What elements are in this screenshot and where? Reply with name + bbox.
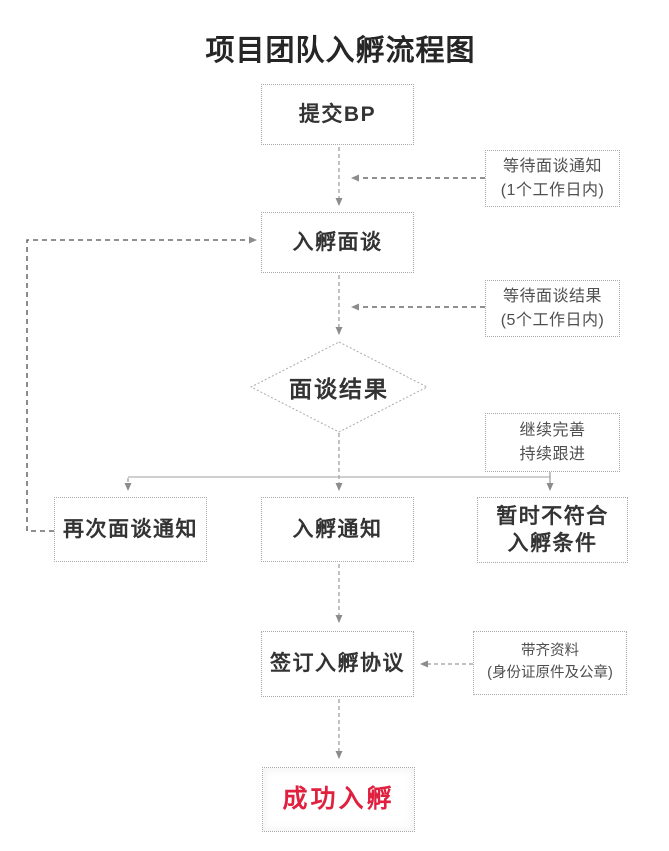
node-second-interview-notice: 再次面谈通知 (54, 497, 207, 562)
note-wait-interview-result: 等待面谈结果 (5个工作日内) (485, 280, 620, 337)
node-incubation-interview: 入孵面谈 (261, 212, 414, 273)
node-success: 成功入孵 (262, 767, 415, 832)
node-incubation-notice: 入孵通知 (261, 497, 414, 562)
note-wait-interview-notice-line1: 等待面谈通知 (502, 157, 602, 175)
node-incubation-notice-label: 入孵通知 (292, 517, 383, 541)
note-wait-interview-result-line2: (5个工作日内) (500, 311, 605, 329)
note-bring-materials: 带齐资料 (身份证原件及公章) (473, 631, 627, 695)
note-follow-up-line1: 继续完善 (519, 421, 586, 439)
node-incubation-interview-label: 入孵面谈 (292, 230, 383, 254)
node-not-qualified-line2: 入孵条件 (507, 532, 598, 555)
note-follow-up-line2: 持续跟进 (519, 445, 586, 463)
note-wait-interview-notice-line2: (1个工作日内) (500, 181, 605, 199)
node-submit-bp-label: 提交BP (298, 102, 377, 126)
node-second-interview-notice-label: 再次面谈通知 (63, 517, 198, 541)
note-bring-materials-line1: 带齐资料 (521, 643, 579, 660)
node-success-label: 成功入孵 (282, 785, 395, 814)
decision-interview-result: 面谈结果 (251, 342, 427, 432)
node-not-qualified: 暂时不符合 入孵条件 (477, 497, 628, 563)
note-wait-interview-result-line1: 等待面谈结果 (502, 287, 602, 305)
note-bring-materials-line2: (身份证原件及公章) (487, 665, 613, 681)
node-submit-bp: 提交BP (261, 84, 414, 145)
page-title: 项目团队入孵流程图 (205, 35, 476, 67)
node-sign-agreement: 签订入孵协议 (261, 631, 414, 697)
decision-diamond-shape (249, 341, 429, 433)
note-follow-up: 继续完善 持续跟进 (485, 413, 620, 472)
decision-interview-result-label: 面谈结果 (289, 376, 389, 402)
node-sign-agreement-label: 签订入孵协议 (270, 652, 405, 676)
note-wait-interview-notice: 等待面谈通知 (1个工作日内) (485, 150, 620, 207)
node-not-qualified-line1: 暂时不符合 (496, 504, 609, 528)
